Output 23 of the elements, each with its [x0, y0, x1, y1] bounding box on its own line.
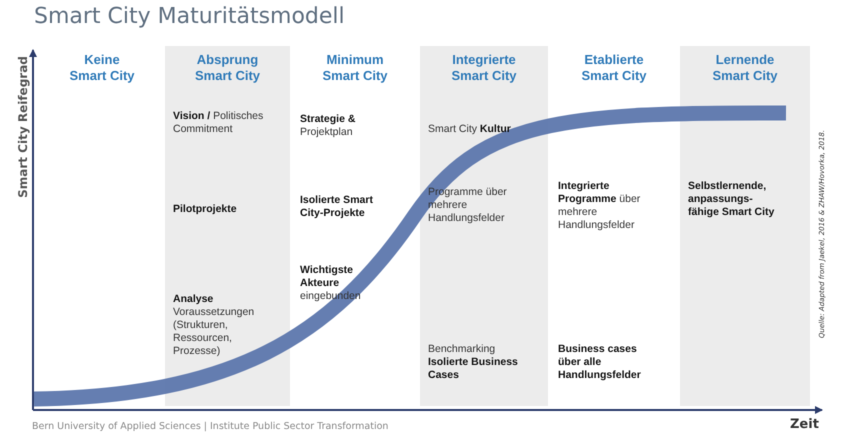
footer-text: Bern University of Applied Sciences | Institute Public Sector Transformation — [32, 421, 388, 432]
stage-column — [680, 46, 810, 406]
stage-description: Integrierte Programme über mehrere Handlungsfelder — [558, 180, 642, 232]
stage-description: Pilotprojekte — [173, 203, 238, 216]
column-heading: Integrierte Smart City — [450, 52, 518, 84]
stage-description: Strategie & Projektplan — [300, 113, 356, 139]
stage-column — [420, 46, 548, 406]
stage-description: Business cases über alle Handlungsfelder — [558, 343, 642, 382]
stage-column — [165, 46, 290, 406]
stage-description: Selbstlernende, anpassungs-fähige Smart City — [688, 180, 776, 219]
column-heading: Minimum Smart City — [321, 52, 389, 84]
column-heading: Etablierte Smart City — [580, 52, 648, 84]
column-heading: Keine Smart City — [68, 52, 136, 84]
column-heading: Lernende Smart City — [711, 52, 779, 84]
column-heading: Absprung Smart City — [194, 52, 262, 84]
stage-description: Analyse Voraussetzungen (Strukturen, Ressourcen, Prozesse) — [173, 293, 256, 358]
stage-description: Benchmarking Isolierte Business Cases — [428, 343, 519, 382]
axis-label: Smart City Reifegrad — [16, 55, 30, 200]
axis-label: Zeit — [790, 417, 819, 432]
diagram-title: Smart City Maturitätsmodell — [34, 4, 345, 29]
stage-description: Smart City Kultur — [428, 123, 512, 136]
stage-description: Isolierte Smart City-Projekte — [300, 194, 374, 220]
stage-description: Vision / Politisches Commitment — [173, 110, 264, 136]
